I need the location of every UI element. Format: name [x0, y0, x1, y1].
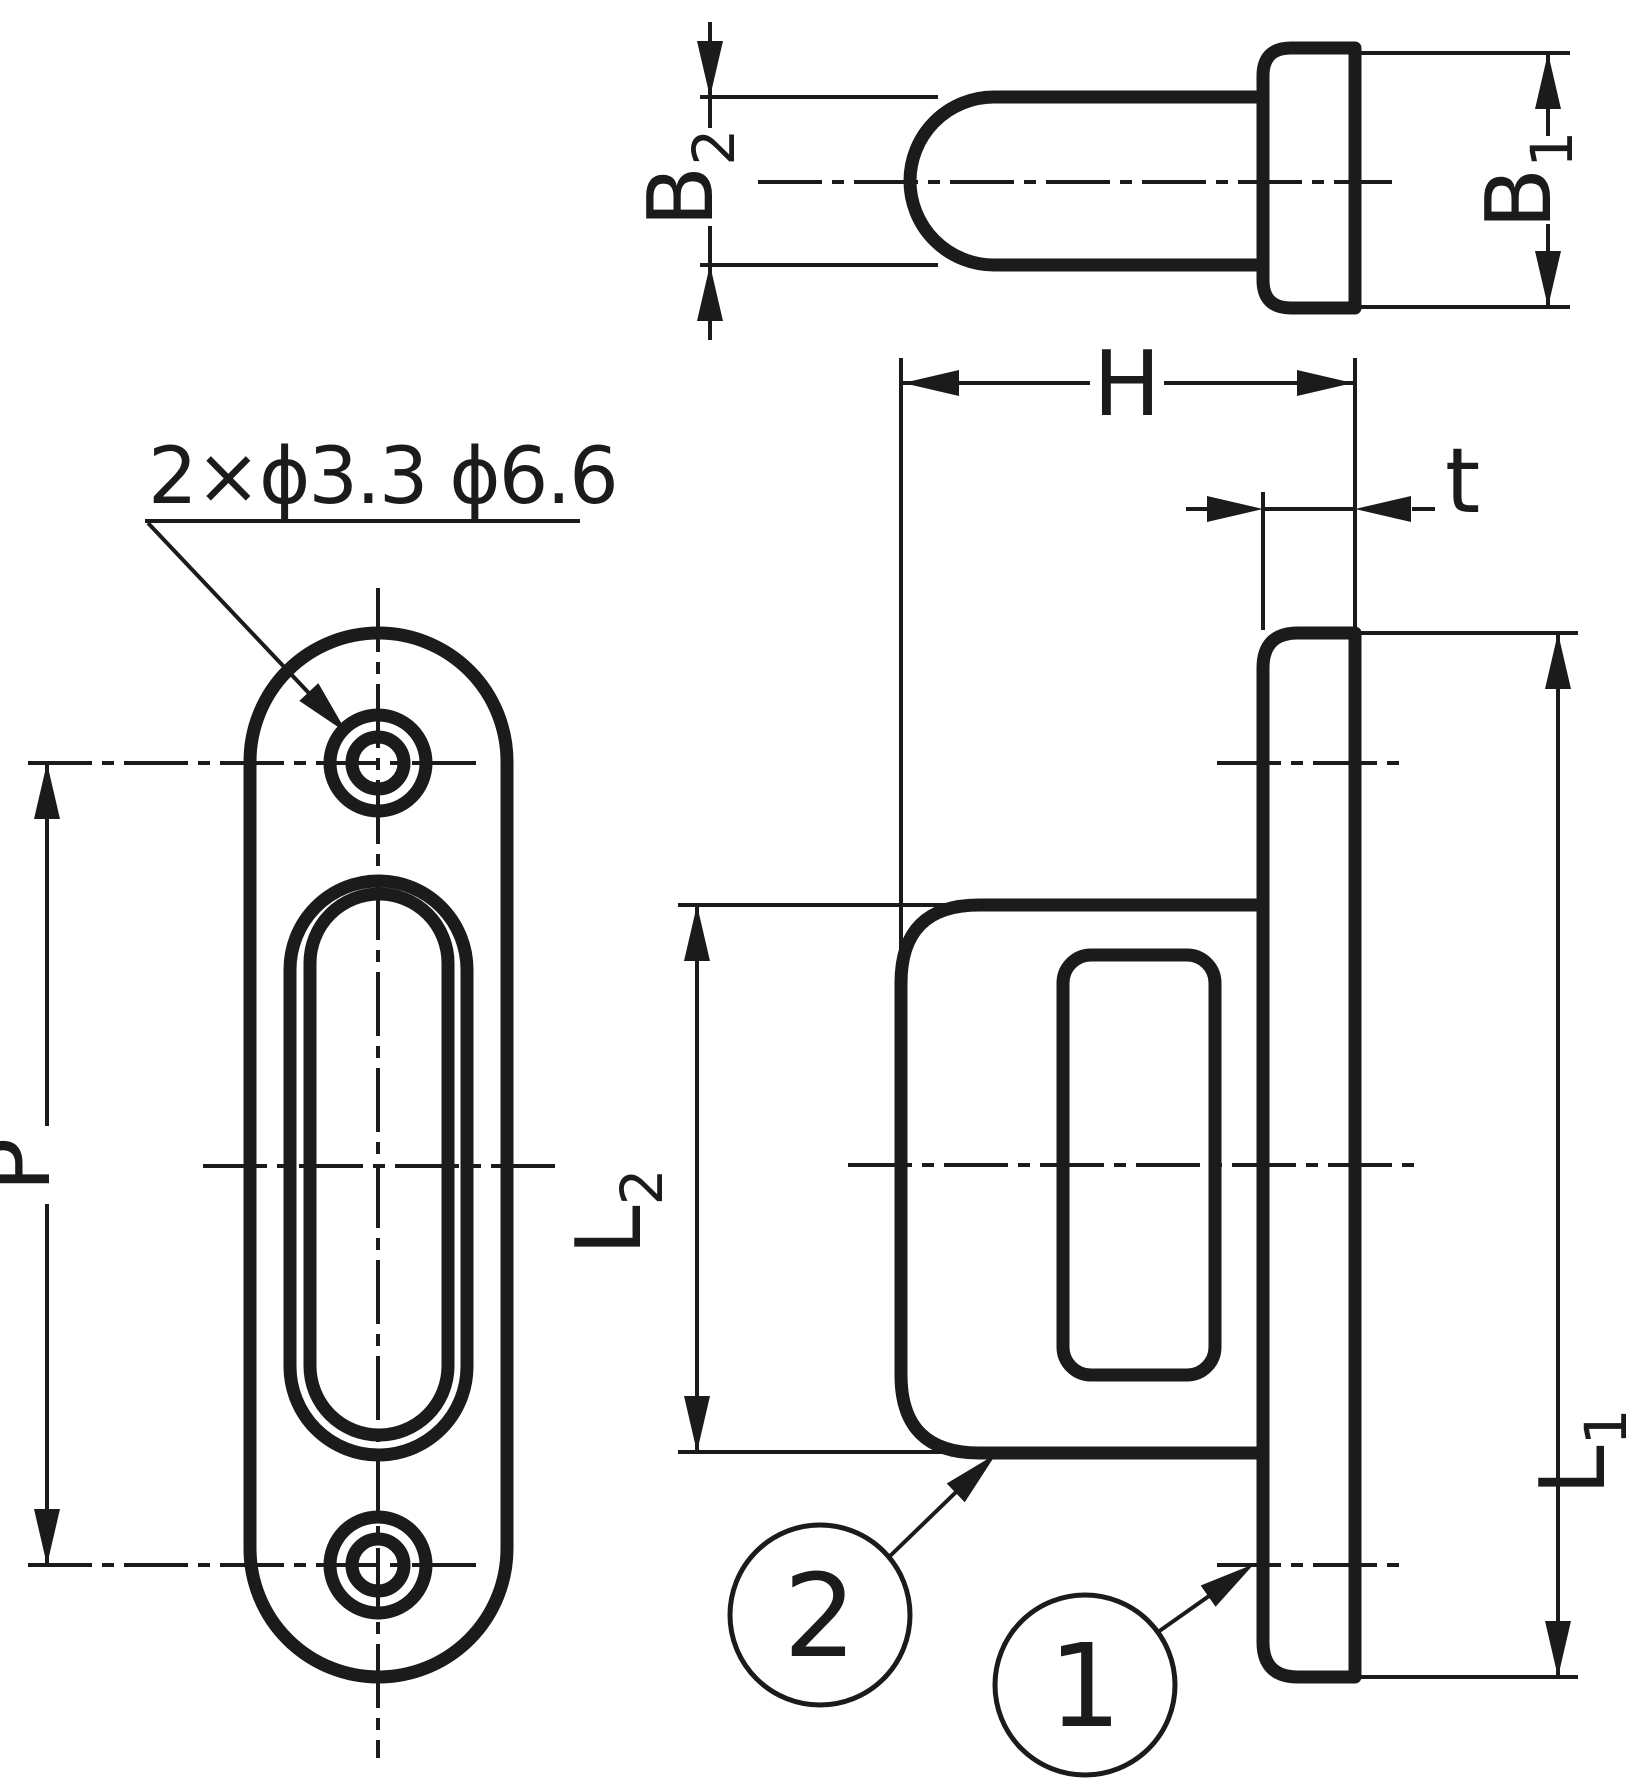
l2-arrowhead-top	[684, 905, 710, 961]
t-arrowhead-left	[1207, 496, 1263, 522]
l1-arrowhead-bottom	[1545, 1621, 1571, 1677]
hole-note-label: 2×ϕ3.3 ϕ6.6	[148, 432, 617, 522]
b2-arrowhead-bottom	[697, 265, 723, 321]
b1-arrowhead-bottom	[1535, 251, 1561, 307]
l2-dimension-label: L2	[557, 1168, 676, 1255]
l1-arrowhead-top	[1545, 633, 1571, 689]
balloon-1-leader-arrowhead	[1200, 1553, 1262, 1607]
hole-note-leader-line	[146, 521, 342, 728]
t-dimension-label: t	[1445, 429, 1480, 534]
p-dimension-label: P	[0, 1138, 71, 1192]
p-arrowhead-top	[34, 763, 60, 819]
t-arrowhead-right	[1355, 496, 1411, 522]
outline-layer	[28, 22, 1578, 1778]
top-view-pin-flange-outline	[1256, 41, 1362, 315]
h-arrowhead-left	[903, 370, 959, 396]
b1-dimension-label: B1	[1467, 131, 1586, 230]
balloon-2-circle	[727, 1522, 913, 1708]
balloon-1-circle	[992, 1592, 1178, 1778]
b1-arrowhead-top	[1535, 53, 1561, 109]
h-arrowhead-right	[1297, 370, 1353, 396]
l1-dimension-label: L1	[1521, 1408, 1636, 1495]
balloon-1-number: 1	[1048, 1620, 1121, 1754]
balloon-2-number: 2	[783, 1550, 856, 1684]
h-dimension-label: H	[1093, 332, 1161, 437]
side-view-plate-outline	[1256, 626, 1362, 1684]
l2-arrowhead-bottom	[684, 1396, 710, 1452]
annotation-layer: B2 B1 H t L2 L1 P 2×ϕ3.3 ϕ6.6 2 1	[0, 41, 1636, 1754]
b2-dimension-label: B2	[629, 129, 748, 228]
b2-arrowhead-top	[697, 41, 723, 97]
p-arrowhead-bottom	[34, 1509, 60, 1565]
